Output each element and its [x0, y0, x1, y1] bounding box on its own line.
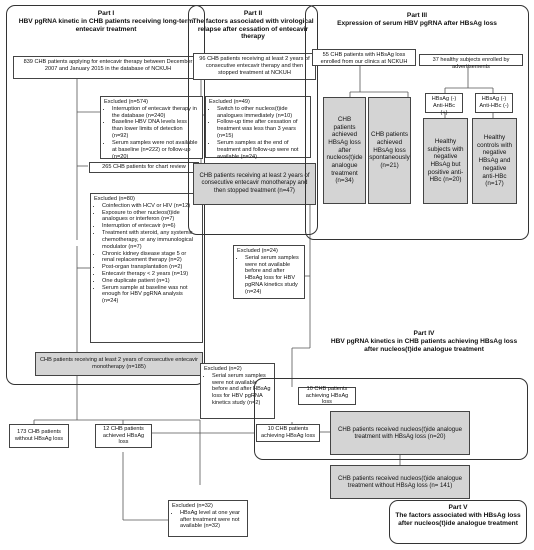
mid-exclusion-24: Excluded (n=24) Serial serum samples wer…: [233, 245, 305, 299]
list-item: Interruption of entecavir (n=6): [102, 223, 199, 230]
part-3-number: Part III: [406, 12, 428, 19]
p3-healthy-37-text: 37 healthy subjects enrolled by advertis…: [432, 57, 510, 70]
part-2-number: Part II: [243, 10, 263, 17]
p3-group-healthy-anti-hbc-neg-text: Healthy controls with negative HBsAg and…: [477, 134, 512, 188]
list-item: Serum sample at baseline was not enough …: [102, 285, 199, 305]
p3-group-nuc-box: CHB patients achieved HBsAg loss after n…: [323, 97, 366, 204]
list-item: Coinfection with HCV or HIV (n=12): [102, 203, 199, 210]
mid-exclusion-2: Excluded (n=2) Serial serum samples were…: [200, 363, 275, 419]
part-5-panel: [389, 500, 527, 544]
list-item: Post-organ transplantation (n=2): [102, 264, 199, 271]
part-4-number: Part IV: [413, 330, 435, 337]
part-2-title: Part II The factors associated with viro…: [192, 10, 314, 41]
p3-marker-a-line-2: Anti-HBc (+): [432, 102, 456, 116]
part-2-panel: [188, 5, 318, 235]
received-without-loss-141-box: CHB patients received nucleos(t)ide anal…: [330, 465, 470, 499]
p3-group-spontaneous-text: CHB patients achieved HBsAg loss spontan…: [369, 131, 410, 169]
part-1-title: Part I HBV pgRNA kinetic in CHB patients…: [12, 10, 200, 33]
p3-marker-a-line-1: HBsAg (-): [431, 96, 457, 102]
received-with-loss-20-text: CHB patients received nucleos(t)ide anal…: [338, 425, 462, 440]
achieved-hbsag-loss-12-box: 12 CHB patients achieved HBsAg loss: [95, 424, 152, 448]
p1-final-text: CHB patients receiving at least 2 years …: [40, 357, 198, 370]
part-3-heading: Expression of serum HBV pgRNA after HBsA…: [337, 19, 497, 27]
p1-excl1-head: Excluded (n=574): [104, 99, 149, 105]
list-item: Serum samples at the end of treatment an…: [217, 140, 307, 160]
part-3-title: Part III Expression of serum HBV pgRNA a…: [310, 12, 524, 28]
p1-review-text: 265 CHB patients for chart review: [102, 164, 186, 171]
p4-top-10-box: 10 CHB patients achieving HBsAg loss: [298, 385, 356, 406]
list-item: Serial serum samples were not available …: [245, 255, 301, 296]
without-hbsag-loss-173-text: 173 CHB patients without HBsAg loss: [14, 429, 64, 442]
p1-start-text: 839 CHB patients applying for entecavir …: [23, 59, 193, 72]
p3-marker-b-line-1: HBsAg (-): [481, 96, 507, 102]
list-item: Entecavir therapy < 2 years (n=19): [102, 271, 199, 278]
list-item: Follow-up time after cessation of treatm…: [217, 119, 307, 139]
p4-left-10-text: 10 CHB patients achieving HBsAg loss: [260, 426, 316, 439]
p3-group-healthy-anti-hbc-pos-box: Healthy subjects with negative HBsAg but…: [423, 118, 468, 204]
p3-healthy-37-box: 37 healthy subjects enrolled by advertis…: [419, 54, 523, 70]
mid-excl2-head: Excluded (n=2): [204, 366, 242, 372]
p1-start-box: 839 CHB patients applying for entecavir …: [13, 56, 203, 79]
p3-group-spontaneous-box: CHB patients achieved HBsAg loss spontan…: [368, 97, 411, 204]
list-item: Chronic kidney disease stage 5 or renal …: [102, 251, 199, 265]
list-item: Serum samples were not available at base…: [112, 140, 199, 160]
list-item: Treatment with steroid, any systemic che…: [102, 230, 199, 250]
p2-start-text: 96 CHB patients receiving at least 2 yea…: [199, 56, 310, 76]
p1-review-box: 265 CHB patients for chart review: [89, 162, 199, 173]
p3-group-healthy-anti-hbc-neg-box: Healthy controls with negative HBsAg and…: [472, 118, 517, 204]
achieved-hbsag-loss-12-text: 12 CHB patients achieved HBsAg loss: [102, 425, 145, 446]
without-hbsag-loss-173-box: 173 CHB patients without HBsAg loss: [9, 424, 69, 448]
p4-left-10-box: 10 CHB patients achieving HBsAg loss: [256, 424, 320, 442]
list-item: One duplicate patient (n=1): [102, 278, 199, 285]
p3-group-nuc-text: CHB patients achieved HBsAg loss after n…: [326, 115, 363, 185]
part-1-heading: HBV pgRNA kinetic in CHB patients receiv…: [18, 17, 194, 33]
lower-excl32-head: Excluded (n=32): [172, 503, 213, 509]
p2-excl-head: Excluded (n=49): [209, 99, 250, 105]
p2-final-box: CHB patients receiving at least 2 years …: [193, 163, 316, 205]
list-item: Interruption of entecavir therapy in the…: [112, 106, 199, 120]
p2-start-box: 96 CHB patients receiving at least 2 yea…: [193, 53, 316, 80]
part-2-heading: The factors associated with virological …: [192, 17, 314, 41]
list-item: HBsAg level at one year after treatment …: [180, 510, 244, 530]
p1-exclusion-1: Excluded (n=574) Interruption of entecav…: [100, 96, 203, 160]
p1-excl2-head: Excluded (n=80): [94, 196, 135, 202]
list-item: Baseline HBV DNA levels less than lower …: [112, 119, 199, 139]
p3-enrolled-55-box: 55 CHB patients with HBsAg loss enrolled…: [312, 49, 416, 66]
p3-marker-box-a: HBsAg (-) Anti-HBc (+): [425, 93, 463, 116]
p2-final-text: CHB patients receiving at least 2 years …: [199, 173, 310, 194]
list-item: Switch to other nucleos(t)ide analogues …: [217, 106, 307, 120]
p2-exclusion: Excluded (n=49) Switch to other nucleos(…: [205, 96, 311, 160]
part-3-panel: [305, 5, 529, 240]
part-1-number: Part I: [97, 10, 115, 17]
part-4-title: Part IV HBV pgRNA kinetics in CHB patien…: [330, 330, 518, 353]
p3-group-healthy-anti-hbc-pos-text: Healthy subjects with negative HBsAg but…: [427, 137, 464, 184]
p4-top-10-text: 10 CHB patients achieving HBsAg loss: [305, 385, 349, 406]
lower-exclusion-32: Excluded (n=32) HBsAg level at one year …: [168, 500, 248, 537]
part-4-panel: [254, 378, 528, 460]
mid-excl24-head: Excluded (n=24): [237, 248, 278, 254]
part-5-heading: The factors associated with HBsAg loss a…: [395, 511, 521, 527]
p3-marker-b-line-2: Anti-HBc (-): [479, 102, 509, 109]
part-5-number: Part V: [448, 504, 468, 511]
received-with-loss-20-box: CHB patients received nucleos(t)ide anal…: [330, 411, 470, 455]
p3-marker-box-b: HBsAg (-) Anti-HBc (-): [475, 93, 513, 113]
received-without-loss-141-text: CHB patients received nucleos(t)ide anal…: [338, 474, 462, 489]
part-5-title: Part V The factors associated with HBsAg…: [393, 504, 523, 527]
p1-final-box: CHB patients receiving at least 2 years …: [35, 352, 203, 376]
p3-enrolled-55-text: 55 CHB patients with HBsAg loss enrolled…: [320, 52, 408, 65]
p1-exclusion-2: Excluded (n=80) Coinfection with HCV or …: [90, 193, 203, 343]
list-item: Serial serum samples were not available …: [212, 373, 271, 407]
part-4-heading: HBV pgRNA kinetics in CHB patients achie…: [330, 337, 518, 353]
list-item: Exposure to other nucleos(t)ide analogue…: [102, 210, 199, 224]
